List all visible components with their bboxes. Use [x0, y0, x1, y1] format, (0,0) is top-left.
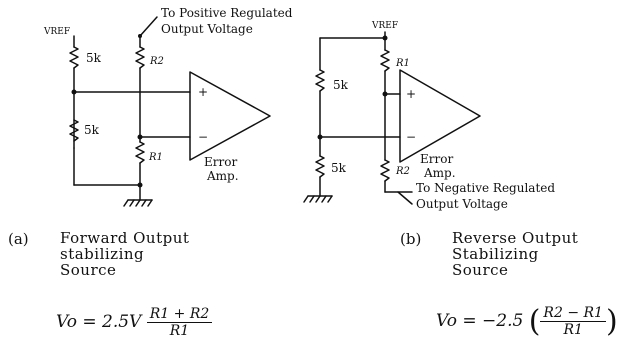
note-a-line1: To Positive Regulated: [161, 6, 293, 20]
amp-a-line2: Amp.: [206, 169, 239, 183]
resistor-b-left-top: [315, 69, 325, 92]
caption-b-tag: (b): [400, 230, 422, 248]
caption-b-line3: Source: [452, 261, 509, 279]
circuit-a-wires: [73, 16, 191, 201]
error-amp-a: [189, 71, 271, 161]
r1-label-a: R1: [148, 152, 163, 163]
error-amp-b: [399, 69, 481, 163]
formula-a: Vo = 2.5V R1 + R2 R1: [56, 306, 213, 339]
resistor-b-r2: [380, 159, 390, 182]
junction-dot: [317, 134, 323, 140]
resistor-b-top-label: 5k: [333, 78, 349, 92]
formula-a-denominator: R1: [169, 323, 190, 339]
note-a-line2: Output Voltage: [161, 22, 253, 36]
junction-dot: [137, 182, 143, 188]
resistor-a-left-top: [69, 46, 79, 69]
plus-input-b: +: [406, 87, 416, 101]
formula-b-numerator: R2 − R1: [540, 305, 606, 322]
resistor-b-left-bottom: [315, 155, 325, 178]
note-b-line1: To Negative Regulated: [416, 181, 555, 195]
caption-a: Forward Output stabilizing Source: [60, 230, 189, 278]
resistor-a-left-bottom: [69, 119, 79, 142]
resistor-a-bottom-label: 5k: [84, 123, 100, 137]
formula-a-fraction: R1 + R2 R1: [146, 306, 213, 339]
formula-b-lhs: Vo = −2.5: [436, 311, 524, 331]
junction-dot: [382, 91, 388, 97]
caption-a-line3: Source: [60, 261, 117, 279]
formula-b-close-paren: ): [605, 304, 618, 339]
junction-dot: [137, 134, 143, 140]
r2-label-a: R2: [149, 56, 164, 67]
formula-b-denominator: R1: [563, 322, 583, 338]
formula-a-lhs: Vo = 2.5V: [56, 312, 142, 332]
r2-label-b: R2: [395, 166, 410, 177]
amp-a-line1: Error: [204, 155, 237, 169]
formula-a-numerator: R1 + R2: [146, 306, 213, 323]
ground-a: [123, 199, 153, 207]
minus-input-b: −: [406, 130, 416, 144]
formula-b-open-paren: (: [528, 304, 541, 339]
resistor-b-bottom-label: 5k: [331, 161, 347, 175]
caption-a-tag: (a): [8, 230, 29, 248]
formula-b-fraction: R2 − R1 R1: [540, 305, 606, 338]
caption-a-line1: Forward Output: [60, 229, 190, 247]
resistor-a-top-label: 5k: [86, 51, 102, 65]
resistor-b-r1: [380, 49, 390, 72]
formula-b: Vo = −2.5 ( R2 − R1 R1 ): [436, 304, 618, 339]
ground-b: [303, 195, 333, 203]
caption-b-line1: Reverse Output: [452, 229, 579, 247]
junction-dot: [138, 34, 142, 38]
plus-input-a: +: [198, 85, 208, 99]
resistor-a-r1: [135, 141, 145, 164]
amp-b-line2: Amp.: [423, 166, 456, 180]
circuit-b-wires: [319, 31, 413, 205]
junction-dot: [382, 35, 388, 41]
minus-input-a: −: [198, 130, 208, 144]
junction-dot: [71, 89, 77, 95]
r1-label-b: R1: [395, 58, 410, 69]
caption-b-line2: Stabilizing: [452, 245, 539, 263]
vref-label-a: VREF: [43, 27, 70, 37]
amp-b-line1: Error: [420, 152, 453, 166]
vref-label-b: VREF: [371, 21, 398, 31]
resistor-a-r2: [135, 46, 145, 69]
caption-b: Reverse Output Stabilizing Source: [452, 230, 578, 278]
caption-a-line2: stabilizing: [60, 245, 145, 263]
note-b-line2: Output Voltage: [416, 197, 508, 211]
